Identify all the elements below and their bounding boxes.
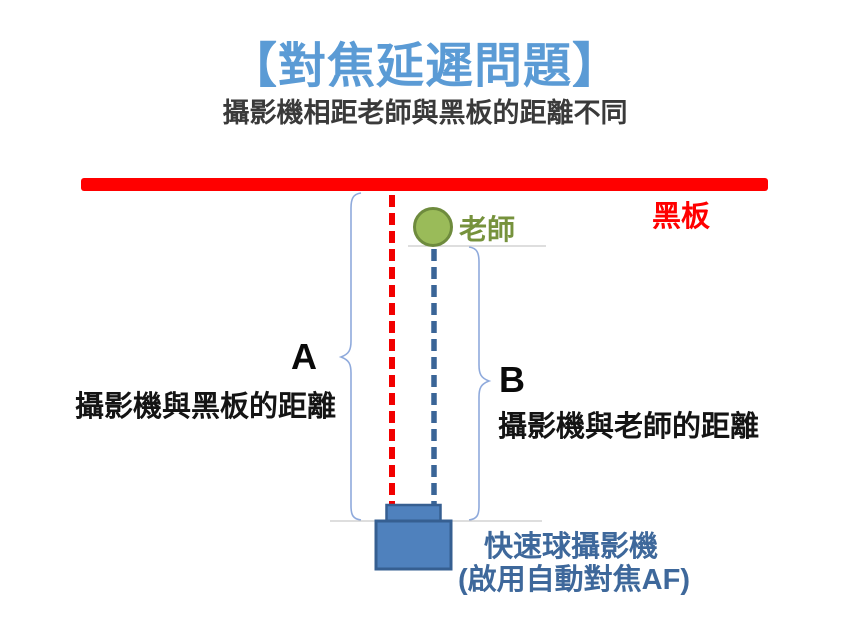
- camera-label-line1: 快速球攝影機: [483, 531, 658, 563]
- teacher-label: 老師: [459, 214, 516, 245]
- slide-title: 【對焦延遲問題】: [228, 40, 621, 93]
- blackboard-label: 黑板: [652, 201, 711, 233]
- distance-a-label: 攝影機與黑板的距離: [75, 391, 337, 423]
- slide-subtitle: 攝影機相距老師與黑板的距離不同: [222, 98, 628, 128]
- camera-mount: [385, 503, 442, 523]
- brace-a: [338, 192, 362, 521]
- distance-a-letter: A: [291, 336, 317, 377]
- camera-body: [374, 519, 453, 571]
- teacher-circle-icon: [413, 207, 453, 247]
- blackboard-line: [81, 178, 768, 191]
- camera-label: 快速球攝影機 (啟用自動對焦AF): [458, 531, 690, 597]
- brace-b: [468, 246, 492, 521]
- distance-b-letter: B: [499, 359, 525, 400]
- distance-b-label: 攝影機與老師的距離: [498, 411, 760, 443]
- camera-label-line2: (啟用自動對焦AF): [458, 564, 690, 596]
